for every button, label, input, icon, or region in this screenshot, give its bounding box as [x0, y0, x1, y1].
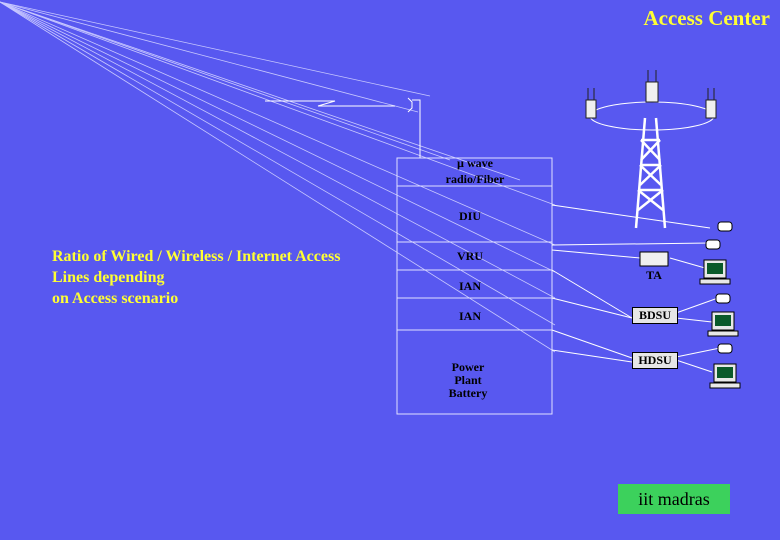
computer-icon — [699, 259, 731, 285]
telephone-icon — [717, 343, 733, 354]
terminal-hdsu: HDSU — [632, 352, 678, 369]
antenna-tower — [634, 117, 667, 229]
caption-line: Ratio of Wired / Wireless / Internet Acc… — [52, 248, 341, 265]
ta-device — [639, 251, 669, 267]
telephone-icon — [705, 239, 721, 250]
caption-line: on Access scenario — [52, 290, 179, 307]
signal-fan-lines — [0, 1, 556, 353]
rack-frame — [396, 157, 553, 415]
module-vru: VRU — [457, 249, 483, 263]
terminal-bdsu: BDSU — [632, 307, 678, 324]
terminal-ta: TA — [646, 268, 662, 282]
power-plant-label: Power Plant Battery — [418, 361, 518, 400]
footer-badge: iit madras — [618, 484, 730, 514]
computer-icon — [709, 363, 741, 389]
microwave-label: µ wave — [457, 156, 493, 170]
power-line: Plant — [454, 373, 482, 387]
antenna-icon — [705, 88, 717, 119]
power-line: Power — [451, 360, 485, 374]
module-ian: IAN — [458, 309, 481, 323]
power-line: Battery — [448, 386, 488, 400]
antenna-ring — [589, 101, 715, 131]
connection-lines — [551, 204, 721, 373]
antenna-icon — [645, 70, 659, 103]
radio-link — [265, 97, 421, 158]
telephone-icon — [715, 293, 731, 304]
computer-icon — [707, 311, 739, 337]
scenario-caption: Ratio of Wired / Wireless / Internet Acc… — [52, 246, 340, 309]
telephone-icon — [717, 221, 733, 232]
radio-fiber-label: radio/Fiber — [445, 172, 505, 186]
module-diu: DIU — [458, 209, 481, 223]
module-ian: IAN — [458, 279, 481, 293]
antenna-icon — [585, 88, 597, 119]
caption-line: Lines depending — [52, 269, 165, 286]
page-title: Access Center — [643, 6, 770, 30]
